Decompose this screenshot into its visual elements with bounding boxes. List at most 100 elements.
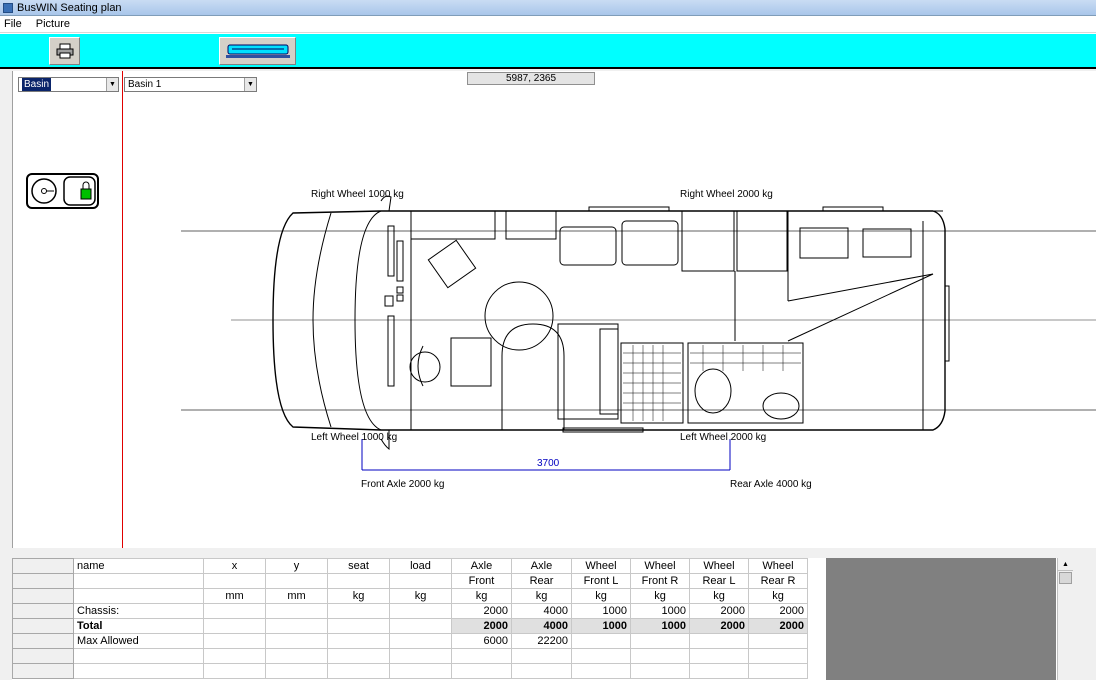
grid-cell[interactable]: 2000 <box>689 603 749 619</box>
grid-cell[interactable]: 1000 <box>630 603 690 619</box>
grid-cell[interactable] <box>265 648 328 664</box>
row-header[interactable] <box>12 558 74 574</box>
grid-cell[interactable]: kg <box>689 588 749 604</box>
menu-picture[interactable]: Picture <box>35 18 70 30</box>
grid-cell[interactable] <box>748 648 808 664</box>
grid-cell[interactable] <box>203 648 266 664</box>
grid-cell[interactable] <box>203 663 266 679</box>
grid-cell[interactable]: 4000 <box>511 603 572 619</box>
grid-cell[interactable] <box>389 633 452 649</box>
grid-cell[interactable] <box>203 618 266 634</box>
grid-cell[interactable] <box>389 648 452 664</box>
grid-cell[interactable] <box>571 633 631 649</box>
row-header[interactable] <box>12 573 74 589</box>
bus-view-button[interactable] <box>219 37 296 65</box>
grid-cell[interactable] <box>73 573 204 589</box>
grid-cell[interactable]: kg <box>571 588 631 604</box>
grid-cell[interactable] <box>689 648 749 664</box>
grid-cell[interactable] <box>451 648 512 664</box>
grid-cell[interactable]: Total <box>73 618 204 634</box>
grid-cell[interactable] <box>511 663 572 679</box>
grid-cell[interactable]: x <box>203 558 266 574</box>
bus-floorplan[interactable] <box>123 71 1096 548</box>
grid-cell[interactable] <box>327 648 390 664</box>
row-header[interactable] <box>12 633 74 649</box>
row-header[interactable] <box>12 648 74 664</box>
row-header[interactable] <box>12 603 74 619</box>
grid-cell[interactable]: 2000 <box>451 618 512 634</box>
grid-cell[interactable]: Front L <box>571 573 631 589</box>
grid-cell[interactable]: 2000 <box>451 603 512 619</box>
lock-toggle[interactable] <box>26 173 99 209</box>
grid-cell[interactable] <box>748 663 808 679</box>
grid-cell[interactable]: Wheel <box>571 558 631 574</box>
scroll-up-icon[interactable]: ▲ <box>1058 558 1073 571</box>
grid-cell[interactable]: kg <box>327 588 390 604</box>
grid-cell[interactable]: seat <box>327 558 390 574</box>
menu-file[interactable]: File <box>4 18 22 30</box>
grid-cell[interactable]: kg <box>630 588 690 604</box>
grid-cell[interactable] <box>327 603 390 619</box>
grid-cell[interactable] <box>571 648 631 664</box>
grid-scrollbar[interactable]: ▲ <box>1057 558 1073 680</box>
grid-cell[interactable] <box>327 633 390 649</box>
grid-cell[interactable] <box>630 648 690 664</box>
grid-cell[interactable] <box>265 573 328 589</box>
grid-cell[interactable]: Rear <box>511 573 572 589</box>
grid-cell[interactable] <box>689 663 749 679</box>
grid-cell[interactable] <box>689 633 749 649</box>
grid-cell[interactable]: Front R <box>630 573 690 589</box>
grid-cell[interactable] <box>511 648 572 664</box>
grid-cell[interactable]: 2000 <box>748 618 808 634</box>
grid-cell[interactable]: kg <box>389 588 452 604</box>
grid-cell[interactable]: 2000 <box>748 603 808 619</box>
grid-cell[interactable]: kg <box>451 588 512 604</box>
grid-cell[interactable] <box>327 573 390 589</box>
grid-cell[interactable]: Max Allowed <box>73 633 204 649</box>
grid-cell[interactable]: Chassis: <box>73 603 204 619</box>
row-header[interactable] <box>12 618 74 634</box>
grid-cell[interactable]: y <box>265 558 328 574</box>
grid-cell[interactable] <box>630 633 690 649</box>
grid-cell[interactable] <box>265 618 328 634</box>
drawing-canvas[interactable]: Basin 1 ▼ <box>123 71 1096 548</box>
row-header[interactable] <box>12 663 74 679</box>
scroll-thumb[interactable] <box>1059 572 1072 584</box>
grid-cell[interactable] <box>451 663 512 679</box>
grid-cell[interactable] <box>265 633 328 649</box>
chevron-down-icon[interactable]: ▼ <box>244 78 256 91</box>
grid-cell[interactable] <box>265 603 328 619</box>
grid-cell[interactable] <box>265 663 328 679</box>
grid-cell[interactable]: Axle <box>451 558 512 574</box>
grid-cell[interactable] <box>203 573 266 589</box>
grid-cell[interactable]: Wheel <box>689 558 749 574</box>
grid-cell[interactable]: Front <box>451 573 512 589</box>
grid-cell[interactable] <box>389 603 452 619</box>
grid-cell[interactable]: 4000 <box>511 618 572 634</box>
grid-cell[interactable] <box>327 618 390 634</box>
grid-cell[interactable] <box>73 663 204 679</box>
grid-cell[interactable] <box>389 573 452 589</box>
panel-divider[interactable] <box>122 71 123 548</box>
grid-cell[interactable] <box>748 633 808 649</box>
grid-cell[interactable] <box>203 603 266 619</box>
grid-cell[interactable] <box>73 648 204 664</box>
grid-cell[interactable]: Wheel <box>748 558 808 574</box>
grid-cell[interactable]: mm <box>265 588 328 604</box>
grid-cell[interactable] <box>630 663 690 679</box>
object-select[interactable]: Basin 1 ▼ <box>124 77 257 92</box>
grid-cell[interactable]: 1000 <box>571 603 631 619</box>
grid-cell[interactable]: 6000 <box>451 633 512 649</box>
grid-cell[interactable]: Rear R <box>748 573 808 589</box>
grid-cell[interactable]: name <box>73 558 204 574</box>
grid-cell[interactable]: kg <box>511 588 572 604</box>
grid-cell[interactable]: load <box>389 558 452 574</box>
grid-cell[interactable] <box>389 618 452 634</box>
grid-cell[interactable] <box>327 663 390 679</box>
grid-cell[interactable]: 1000 <box>571 618 631 634</box>
grid-cell[interactable] <box>571 663 631 679</box>
grid-cell[interactable]: 1000 <box>630 618 690 634</box>
grid-cell[interactable]: 22200 <box>511 633 572 649</box>
grid-cell[interactable]: Rear L <box>689 573 749 589</box>
grid-cell[interactable]: Wheel <box>630 558 690 574</box>
